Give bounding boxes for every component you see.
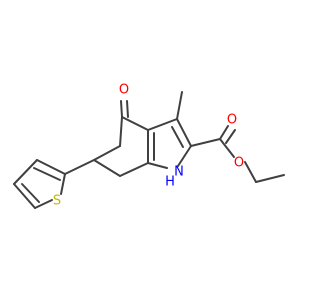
bond-thiophene-c2-c3-double <box>33 167 61 181</box>
bond-thiophene-c4-c5 <box>13 183 36 209</box>
bond-c4-c5 <box>119 116 123 147</box>
ketone-oxygen-label: O <box>119 83 129 98</box>
bond-c2-ester-carbon <box>190 138 221 147</box>
ester-ether-oxygen-label: O <box>234 156 244 171</box>
bond-oxygen-ethyl <box>244 161 257 183</box>
bond-c4-c3a <box>121 116 149 131</box>
bond-c2-nitrogen <box>177 145 192 167</box>
bond-c5-c6 <box>93 145 121 161</box>
bond-ester-carbonyl <box>219 125 229 140</box>
ring-nitrogen-h-label: H <box>165 175 175 190</box>
thiophene-sulfur-label: S <box>53 194 61 209</box>
bond-thiophene-c4-c5-double <box>21 183 40 203</box>
bond-c3a-c3 <box>147 118 178 131</box>
bond-c4-oxygen-double <box>126 100 129 118</box>
bond-nitrogen-c7a <box>147 162 168 169</box>
molecule-structure: O O O N H S <box>13 83 285 209</box>
bond-ester-carbonyl-double <box>225 129 236 144</box>
bond-thiophene-c5-sulfur <box>34 199 53 209</box>
bond-c6-thiophene <box>64 159 95 175</box>
bond-thiophene-sulfur-c2 <box>60 173 66 195</box>
bond-ethyl <box>255 174 285 183</box>
ring-nitrogen-label: N <box>174 165 184 180</box>
bond-c4-oxygen <box>120 100 123 118</box>
bond-thiophene-c3-c4 <box>13 159 38 185</box>
bond-c7-c7a <box>119 162 149 177</box>
molecule-canvas: O O O N H S <box>13 82 285 209</box>
bond-c3-c2 <box>176 118 192 147</box>
bond-c6-c7 <box>93 159 121 177</box>
bond-ester-carbon-oxygen <box>219 138 235 158</box>
bond-c3-c2-double <box>171 126 184 148</box>
bond-c3-methyl <box>176 91 183 120</box>
bond-thiophene-c2-c3 <box>36 159 66 175</box>
ester-carbonyl-oxygen-label: O <box>227 113 237 128</box>
